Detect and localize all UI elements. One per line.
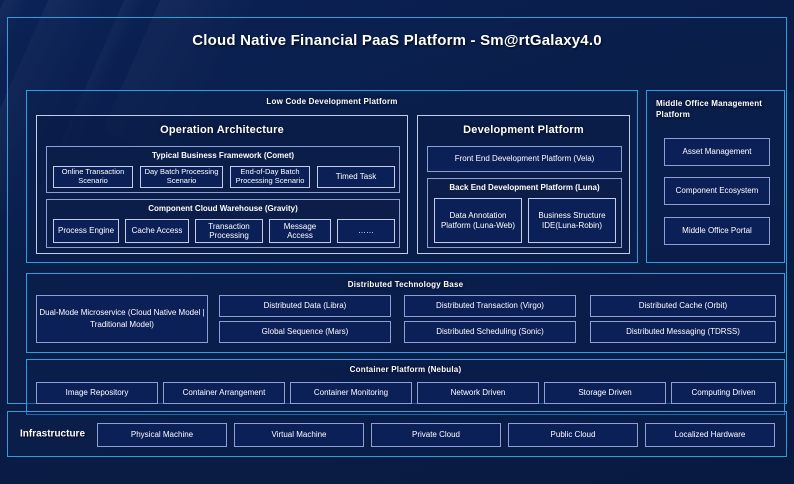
typical-business-framework-label: Typical Business Framework (Comet) [151,151,295,160]
scenario-chip-end-of-day-batch[interactable]: End-of-Day Batch Processing Scenario [230,166,310,188]
infrastructure-panel: Infrastructure Physical Machine Virtual … [7,411,787,457]
container-chip-network-driven[interactable]: Network Driven [417,382,539,404]
front-end-development-platform-chip[interactable]: Front End Development Platform (Vela) [427,146,622,172]
back-end-development-platform-group: Back End Development Platform (Luna) Dat… [427,178,622,248]
low-code-panel-title: Low Code Development Platform [266,97,398,106]
component-cloud-warehouse-label: Component Cloud Warehouse (Gravity) [148,204,298,213]
scenario-chip-day-batch[interactable]: Day Batch Processing Scenario [140,166,223,188]
component-chip-message-access[interactable]: Message Access [269,219,331,243]
middle-office-chip-component-ecosystem[interactable]: Component Ecosystem [664,177,770,205]
operation-architecture-title: Operation Architecture [160,124,284,136]
component-cloud-warehouse-group: Component Cloud Warehouse (Gravity) Proc… [46,199,400,248]
container-chip-container-monitoring[interactable]: Container Monitoring [290,382,412,404]
distributed-chip-dual-mode-microservice[interactable]: Dual-Mode Microservice (Cloud Native Mod… [36,295,208,343]
infrastructure-chip-private-cloud[interactable]: Private Cloud [371,423,501,447]
distributed-technology-base-title: Distributed Technology Base [347,280,464,289]
infrastructure-chip-virtual-machine[interactable]: Virtual Machine [234,423,364,447]
infrastructure-chip-localized-hardware[interactable]: Localized Hardware [645,423,775,447]
operation-architecture-panel: Operation Architecture Typical Business … [36,115,408,254]
infrastructure-label: Infrastructure [20,428,86,440]
development-platform-panel: Development Platform Front End Developme… [417,115,630,254]
distributed-technology-base-panel: Distributed Technology Base Dual-Mode Mi… [26,273,785,353]
low-code-development-platform-panel: Low Code Development Platform Operation … [26,90,638,263]
distributed-chip-distributed-cache[interactable]: Distributed Cache (Orbit) [590,295,776,317]
middle-office-chip-asset-management[interactable]: Asset Management [664,138,770,166]
scenario-chip-online-transaction[interactable]: Online Transaction Scenario [53,166,133,188]
page-title: Cloud Native Financial PaaS Platform - S… [192,32,602,49]
infrastructure-chip-public-cloud[interactable]: Public Cloud [508,423,638,447]
main-platform-frame: Cloud Native Financial PaaS Platform - S… [7,17,787,415]
container-chip-computing-driven[interactable]: Computing Driven [671,382,776,404]
middle-office-chip-middle-office-portal[interactable]: Middle Office Portal [664,217,770,245]
container-chip-container-arrangement[interactable]: Container Arrangement [163,382,285,404]
back-end-development-platform-label: Back End Development Platform (Luna) [449,183,600,192]
distributed-chip-distributed-transaction[interactable]: Distributed Transaction (Virgo) [404,295,576,317]
container-platform-panel: Container Platform (Nebula) Image Reposi… [26,359,785,415]
infrastructure-chip-physical-machine[interactable]: Physical Machine [97,423,227,447]
container-chip-storage-driven[interactable]: Storage Driven [544,382,666,404]
middle-office-panel-title: Middle Office Management Platform [656,99,763,119]
middle-office-management-platform-panel: Middle Office Management Platform Asset … [646,90,785,263]
container-platform-title: Container Platform (Nebula) [349,365,462,374]
development-platform-title: Development Platform [463,124,584,136]
distributed-chip-distributed-scheduling[interactable]: Distributed Scheduling (Sonic) [404,321,576,343]
typical-business-framework-group: Typical Business Framework (Comet) Onlin… [46,146,400,193]
container-chip-image-repository[interactable]: Image Repository [36,382,158,404]
distributed-chip-distributed-data[interactable]: Distributed Data (Libra) [219,295,391,317]
back-end-chip-business-structure-ide[interactable]: Business Structure IDE(Luna-Robin) [528,198,616,243]
component-chip-more[interactable]: …… [337,219,395,243]
component-chip-transaction-processing[interactable]: Transaction Processing [195,219,263,243]
back-end-chip-data-annotation-platform[interactable]: Data Annotation Platform (Luna-Web) [434,198,522,243]
component-chip-process-engine[interactable]: Process Engine [53,219,119,243]
scenario-chip-timed-task[interactable]: Timed Task [317,166,395,188]
component-chip-cache-access[interactable]: Cache Access [125,219,189,243]
distributed-chip-global-sequence[interactable]: Global Sequence (Mars) [219,321,391,343]
distributed-chip-distributed-messaging[interactable]: Distributed Messaging (TDRSS) [590,321,776,343]
